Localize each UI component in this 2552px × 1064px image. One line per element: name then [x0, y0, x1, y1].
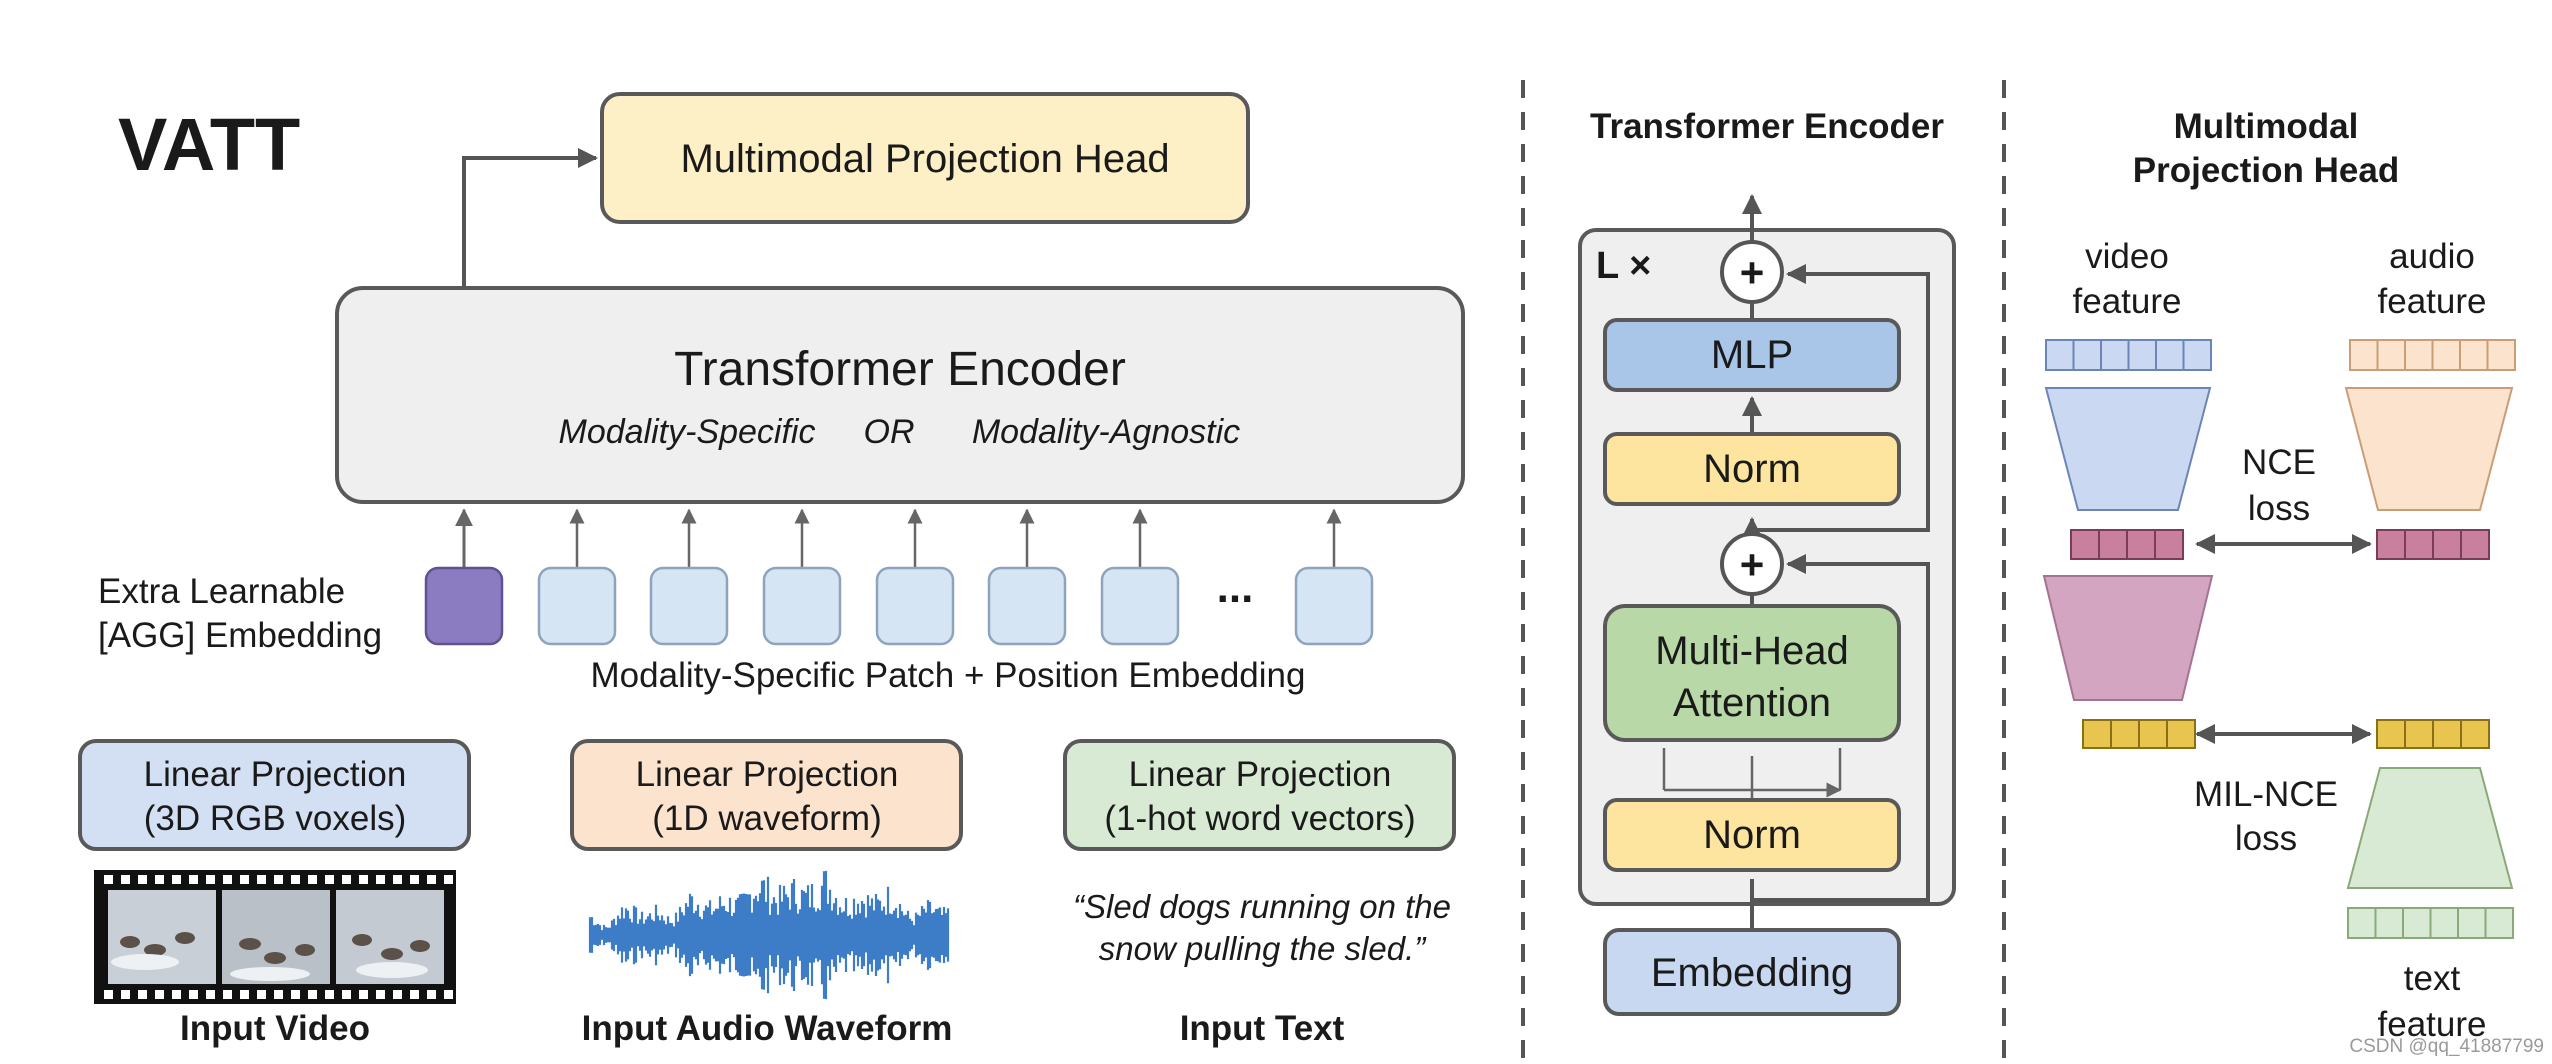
mode-agnostic-label: Modality-Agnostic	[972, 413, 1240, 451]
video-feature-label-2: feature	[2073, 282, 2182, 321]
video-frames-image	[94, 870, 456, 1004]
patch-token	[762, 566, 842, 646]
audio-joint-vector	[2376, 529, 2490, 560]
patch-token	[649, 566, 729, 646]
multimodal-projection-head-box	[600, 92, 1250, 224]
norm-label-bottom: Norm	[1703, 813, 1801, 857]
patch-token	[875, 566, 955, 646]
text-feature-label-1: text	[2404, 959, 2461, 998]
norm-label-top: Norm	[1703, 447, 1801, 491]
mode-specific-label: Modality-Specific	[559, 413, 816, 451]
patch-embedding-label: Modality-Specific Patch + Position Embed…	[591, 656, 1306, 695]
agg-to-head-arrow	[462, 148, 598, 288]
repeat-label: L ×	[1596, 245, 1651, 287]
mha-label-line2: Attention	[1673, 681, 1831, 725]
norm-block-bottom	[1603, 798, 1901, 872]
audio-head-trapezoid	[2344, 387, 2514, 511]
add-node-top	[1720, 240, 1784, 304]
nce-label-2: loss	[2248, 489, 2310, 528]
milnce-label-1: MIL-NCE	[2194, 775, 2338, 814]
patch-token	[1100, 566, 1180, 646]
audio-projection-box	[570, 739, 963, 851]
audio-feature-vector	[2349, 339, 2516, 371]
input-audio-caption: Input Audio Waveform	[582, 1009, 953, 1048]
mode-or-label: OR	[864, 413, 915, 451]
video-head-trapezoid	[2044, 387, 2212, 511]
transformer-encoder-box	[335, 286, 1465, 504]
norm-to-mha-flow	[1662, 748, 1840, 800]
mha-label-line1: Multi-Head	[1655, 629, 1848, 673]
text-head-trapezoid	[2346, 767, 2514, 889]
agg-token	[424, 566, 504, 646]
video-joint-trapezoid	[2042, 575, 2214, 701]
video-text-joint-vector	[2082, 719, 2196, 749]
milnce-label-2: loss	[2235, 819, 2297, 858]
head-title-line1: Multimodal	[2174, 107, 2359, 146]
watermark: CSDN @qq_41887799	[2349, 1036, 2544, 1057]
text-projection-box	[1063, 739, 1456, 851]
feature-vectors	[2045, 339, 2516, 939]
text-sample-line2: snow pulling the sled.”	[1099, 930, 1428, 967]
residual-connection-1	[1752, 554, 1930, 902]
encoder-detail-title: Transformer Encoder	[1590, 107, 1944, 146]
audio-waveform-image	[588, 870, 950, 1000]
embedding-label: Embedding	[1651, 951, 1853, 995]
video-feature-vector	[2045, 339, 2212, 371]
add-node-top-symbol: +	[1740, 249, 1765, 296]
input-video-caption: Input Video	[180, 1009, 370, 1048]
norm-block-top	[1603, 432, 1901, 506]
patch-token	[537, 566, 617, 646]
text-sample-line1: “Sled dogs running on the	[1073, 888, 1451, 925]
mlp-label: MLP	[1711, 333, 1793, 377]
token-row	[424, 508, 1374, 646]
add-node-bottom-symbol: +	[1740, 541, 1765, 588]
residual-connection-2	[1752, 264, 1930, 532]
text-joint-vector	[2376, 719, 2490, 749]
token-ellipsis: ...	[1217, 563, 1254, 612]
audio-feature-label-1: audio	[2389, 237, 2475, 276]
video-projection-box	[78, 739, 471, 851]
nce-label-1: NCE	[2242, 443, 2316, 482]
patch-token	[987, 566, 1067, 646]
video-projection-line1: Linear Projection	[144, 755, 407, 794]
audio-projection-line1: Linear Projection	[636, 755, 899, 794]
video-feature-label-1: video	[2085, 237, 2169, 276]
text-projection-line2: (1-hot word vectors)	[1104, 799, 1415, 838]
transformer-encoder-title: Transformer Encoder	[674, 343, 1126, 396]
vatt-title: VATT	[118, 103, 300, 186]
text-feature-vector	[2347, 907, 2514, 939]
agg-label-line1: Extra Learnable	[98, 572, 345, 611]
audio-feature-label-2: feature	[2378, 282, 2487, 321]
video-audio-joint-vector	[2070, 529, 2184, 560]
patch-token	[1294, 566, 1374, 646]
audio-projection-line2: (1D waveform)	[652, 799, 881, 838]
add-node-bottom	[1720, 532, 1784, 596]
video-projection-line2: (3D RGB voxels)	[144, 799, 407, 838]
head-title-line2: Projection Head	[2133, 151, 2399, 190]
multimodal-projection-head-label: Multimodal Projection Head	[680, 137, 1169, 181]
agg-label-line2: [AGG] Embedding	[98, 616, 382, 655]
text-feature-label-2: feature	[2378, 1005, 2487, 1044]
mlp-block	[1603, 318, 1901, 392]
text-projection-line1: Linear Projection	[1129, 755, 1392, 794]
input-text-caption: Input Text	[1180, 1009, 1345, 1048]
mha-block	[1603, 604, 1901, 742]
embedding-block	[1603, 928, 1901, 1016]
